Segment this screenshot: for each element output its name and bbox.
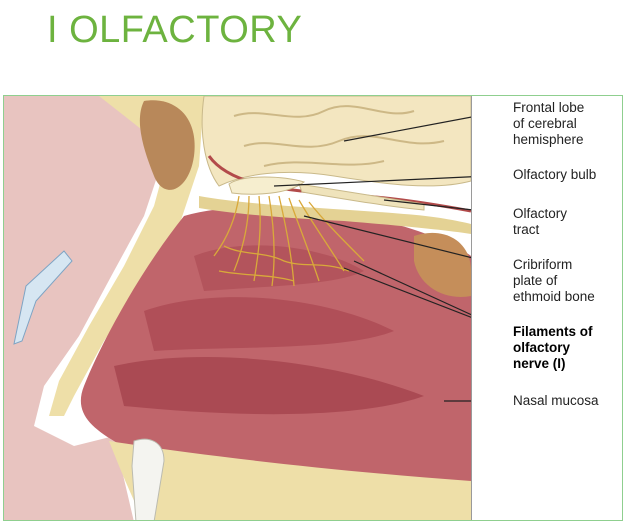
- nasal-cartilage: [13, 250, 73, 345]
- inferior-concha: [114, 357, 424, 415]
- olfactory-bulb-shape: [228, 176, 306, 195]
- label-cribriform-plate: Cribriform plate of ethmoid bone: [513, 257, 595, 304]
- label-nasal-mucosa: Nasal mucosa: [513, 393, 599, 408]
- olfactory-tract-shape: [298, 183, 425, 211]
- incisor-tooth: [131, 438, 165, 520]
- superior-concha: [194, 245, 364, 291]
- label-olfactory-bulb: Olfactory bulb: [513, 167, 597, 182]
- brain-gyri: [233, 105, 445, 167]
- label-panel: [471, 96, 622, 520]
- olfactory-filaments: [213, 195, 365, 287]
- leader-olfactory-bulb: [273, 174, 510, 187]
- label-olfactory-tract: Olfactory tract: [513, 206, 568, 237]
- label-filaments: Filaments of olfactory nerve (I): [513, 324, 593, 371]
- nasal-cavity-illustration: [4, 96, 510, 520]
- middle-concha: [144, 297, 394, 351]
- figure-frame: Frontal lobe of cerebral hemisphere Olfa…: [3, 95, 623, 521]
- sphenoid-sinus: [414, 232, 471, 297]
- slide-title: I OLFACTORY: [47, 9, 303, 51]
- label-frontal-lobe: Frontal lobe of cerebral hemisphere: [513, 100, 585, 147]
- hard-palate: [109, 441, 471, 520]
- nose-skin: [4, 96, 169, 520]
- cribriform-plate-shape: [199, 196, 471, 234]
- frontal-sinus: [139, 100, 195, 190]
